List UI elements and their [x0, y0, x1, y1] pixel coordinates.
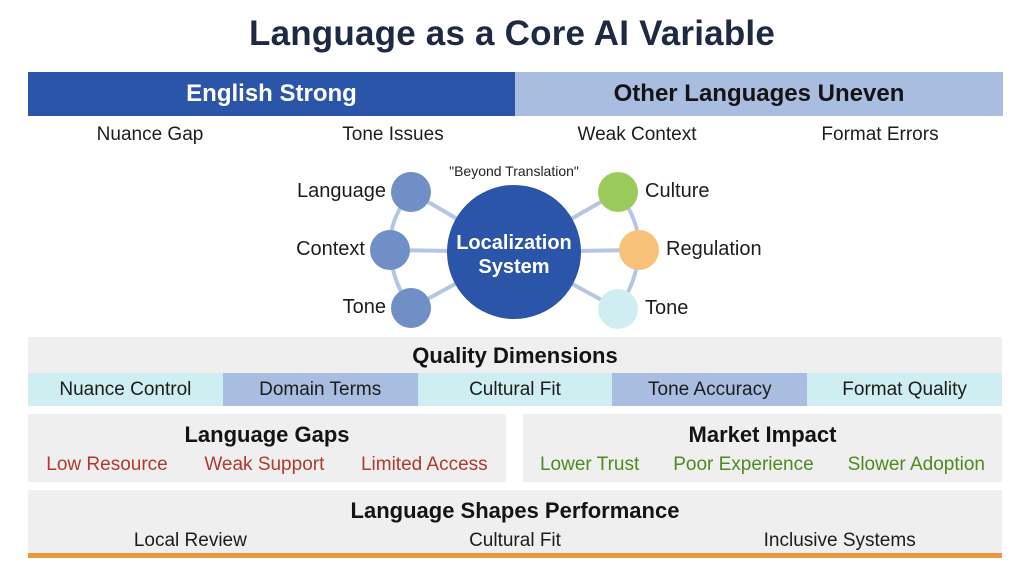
language-gaps-items: Low Resource Weak Support Limited Access: [28, 454, 506, 476]
localization-diagram: [370, 172, 659, 329]
language-gaps-panel: Language Gaps Low Resource Weak Support …: [28, 414, 506, 482]
gap-item: Limited Access: [360, 454, 488, 475]
page-title: Language as a Core AI Variable: [248, 14, 775, 53]
node-label-culture: Culture: [645, 180, 710, 202]
center-label-line1: Localization: [456, 232, 572, 254]
quality-item: Cultural Fit: [417, 373, 613, 406]
quality-dimensions-title: Quality Dimensions: [412, 343, 618, 368]
quality-dimensions-panel: Quality Dimensions Nuance Control Domain…: [28, 337, 1002, 406]
shapes-item: Local Review: [133, 530, 247, 551]
center-label-line2: System: [478, 256, 550, 278]
node-tone-left: [391, 288, 431, 328]
center-node-label: Localization System: [448, 231, 580, 279]
impact-item: Slower Adoption: [847, 454, 985, 475]
market-impact-title: Market Impact: [688, 422, 837, 447]
banner-other-languages: Other Languages Uneven: [515, 72, 1003, 116]
market-impact-items: Lower Trust Poor Experience Slower Adopt…: [523, 454, 1002, 476]
shapes-performance-panel: Language Shapes Performance Local Review…: [28, 490, 1002, 556]
node-label-tone-left: Tone: [342, 296, 386, 318]
shapes-item: Inclusive Systems: [763, 530, 916, 551]
gap-item: Low Resource: [46, 454, 168, 475]
quality-item: Format Quality: [807, 373, 1002, 406]
center-node: [447, 185, 581, 319]
impact-item: Poor Experience: [673, 454, 814, 475]
issue-label: Tone Issues: [342, 124, 444, 145]
accent-underline: [28, 553, 1002, 558]
shapes-performance-items: Local Review Cultural Fit Inclusive Syst…: [28, 530, 1002, 552]
node-label-context: Context: [296, 238, 365, 260]
shapes-item: Cultural Fit: [469, 530, 561, 551]
quality-item: Tone Accuracy: [612, 373, 808, 406]
quality-item: Domain Terms: [222, 373, 418, 406]
node-context: [370, 230, 410, 270]
shapes-performance-title: Language Shapes Performance: [350, 498, 680, 523]
node-regulation: [619, 230, 659, 270]
gap-item: Weak Support: [204, 454, 325, 475]
node-tone-right: [598, 289, 638, 329]
banner-english-strong: English Strong: [28, 72, 515, 116]
impact-item: Lower Trust: [539, 454, 640, 475]
quality-dimensions-row: Nuance Control Domain Terms Cultural Fit…: [28, 373, 1002, 406]
market-impact-panel: Market Impact Lower Trust Poor Experienc…: [523, 414, 1002, 482]
issue-label: Weak Context: [577, 124, 697, 145]
node-label-tone-right: Tone: [645, 297, 689, 319]
node-language: [391, 172, 431, 212]
issue-label: Nuance Gap: [96, 124, 204, 145]
node-culture: [598, 172, 638, 212]
quality-item: Nuance Control: [28, 373, 223, 406]
language-gaps-title: Language Gaps: [184, 422, 350, 447]
node-label-language: Language: [297, 180, 386, 202]
node-label-regulation: Regulation: [666, 238, 762, 260]
issue-label: Format Errors: [821, 124, 939, 145]
beyond-translation-quote: "Beyond Translation": [449, 163, 579, 179]
